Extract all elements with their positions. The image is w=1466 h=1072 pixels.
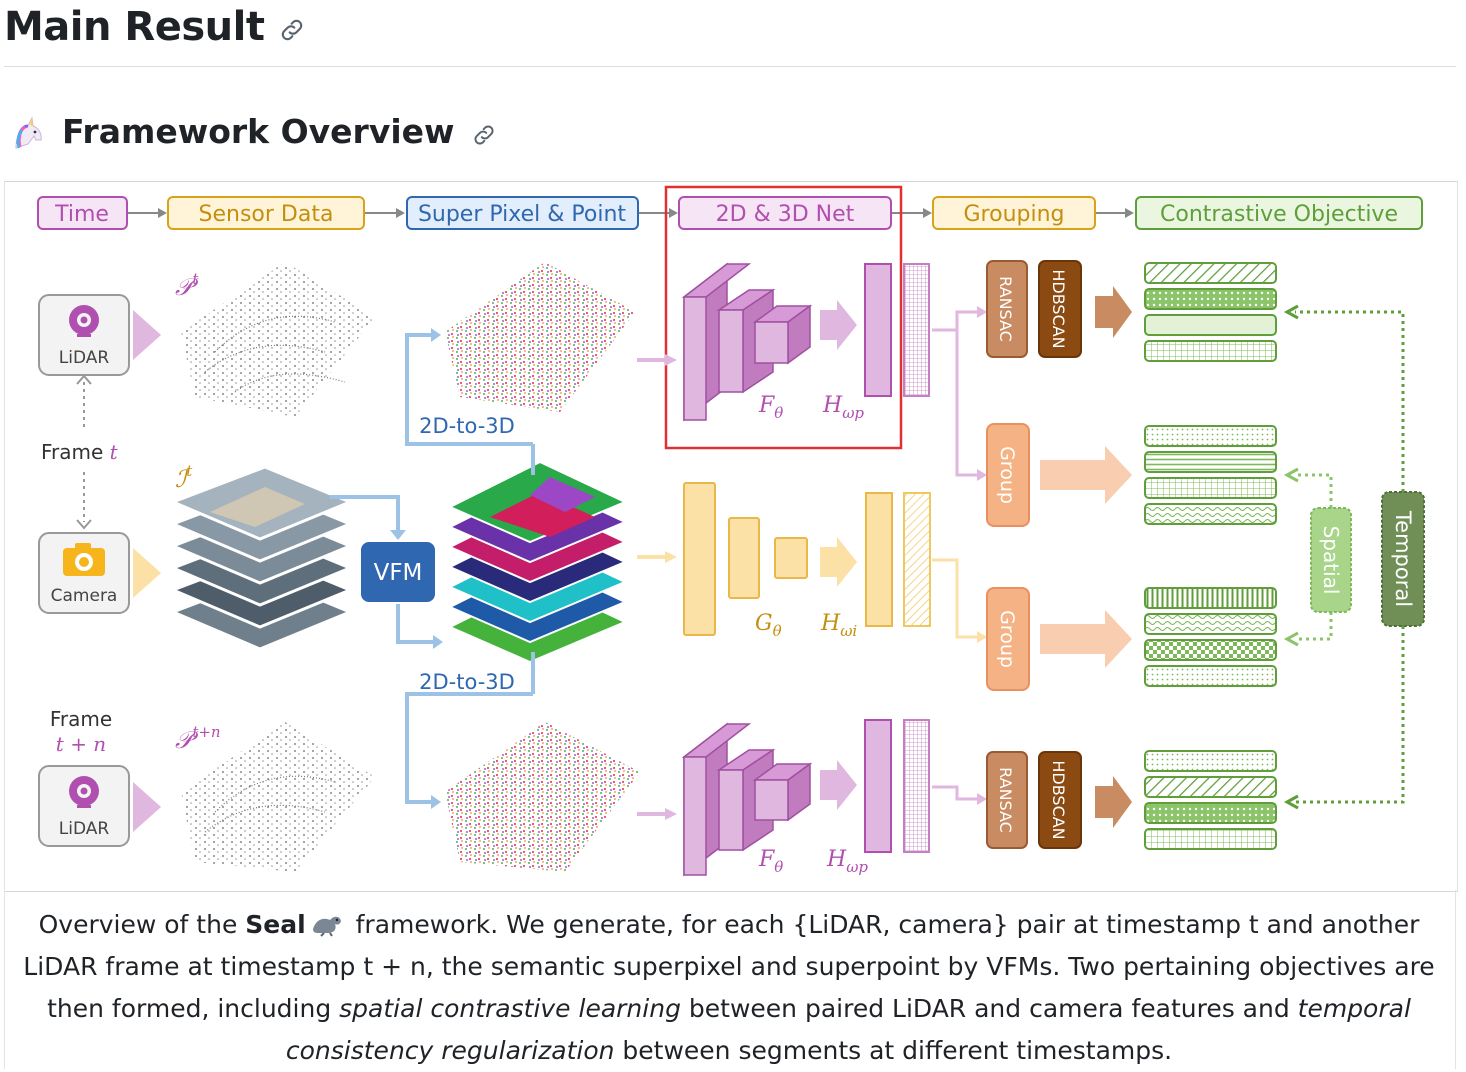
segment-bars-bottom (1144, 750, 1277, 850)
arrow-lidar-bottom (133, 782, 161, 832)
camera-sensor: Camera (38, 532, 130, 614)
anchor-link-icon[interactable] (471, 122, 497, 148)
stage-box-contrastive (1135, 196, 1423, 230)
temporal-label: Temporal (1391, 510, 1415, 607)
proj-bottom-label: 2D-to-3D (419, 670, 515, 694)
2d-network (683, 482, 808, 636)
stage-label-super-pixel: Super Pixel & Point (418, 202, 626, 227)
superpoint-tn (445, 722, 640, 872)
superpoint-t (445, 262, 635, 412)
group-block-upper (986, 423, 1030, 527)
group-label-upper: Group (996, 446, 1018, 504)
figure-caption: Overview of the Seal framework. We gener… (14, 904, 1444, 1072)
lidar-sensor-top: LiDAR (38, 294, 130, 376)
arrow-group-upper (1040, 446, 1132, 504)
math-f-theta-bottom: Fθ (758, 847, 783, 876)
frame-t-label: Frame t (41, 440, 119, 464)
temporal-block (1381, 491, 1425, 627)
point-cloud-tn (181, 722, 375, 872)
head-hwp-top (864, 263, 892, 397)
point-cloud-t (181, 262, 375, 417)
group-block-lower (986, 587, 1030, 691)
caption-text: Overview of the (38, 910, 246, 939)
page-title: Main Result (4, 4, 265, 50)
3d-network-bottom (681, 722, 813, 877)
lidar-label-bottom: LiDAR (59, 819, 110, 839)
lidar-sensor-bottom: LiDAR (38, 765, 130, 847)
arrow-camera (133, 548, 161, 598)
spatial-label: Spatial (1319, 526, 1343, 595)
math-h-wp-bottom: Hωp (826, 847, 868, 876)
math-f-theta-top: Fθ (758, 393, 783, 422)
hdbscan-block-top (1038, 260, 1082, 358)
math-i-t: ℐt (175, 462, 193, 493)
stage-label-sensor-data: Sensor Data (199, 202, 334, 227)
stage-box-net (678, 196, 892, 230)
camera-label: Camera (51, 586, 118, 606)
arrow-lidar-top (133, 310, 161, 360)
feature-top (903, 263, 930, 397)
ransac-label-top: RANSAC (996, 276, 1015, 342)
hdbscan-label-top: HDBSCAN (1049, 269, 1068, 348)
caption-text: between paired LiDAR and camera features… (680, 994, 1298, 1023)
feature-middle (903, 492, 931, 627)
caption-seal-name: Seal (245, 910, 306, 939)
arrow-group-top (1095, 286, 1132, 338)
anchor-link-icon[interactable] (278, 16, 306, 44)
segment-bars-lower-mid (1144, 587, 1277, 687)
ransac-block-bottom (986, 751, 1028, 849)
stage-box-super-pixel (406, 196, 639, 230)
arrow-group-lower (1040, 610, 1132, 668)
superpixel-stack (447, 460, 628, 664)
stage-box-time (37, 196, 128, 230)
spatial-block (1310, 507, 1352, 613)
segment-bars-top (1144, 262, 1277, 362)
ransac-block-top (986, 260, 1028, 358)
caption-text: framework. We generate, for each {LiDAR,… (23, 910, 1435, 1023)
math-h-wi: Hωi (820, 611, 857, 640)
math-h-wp-top: Hωp (822, 393, 864, 422)
framework-overview-heading: Framework Overview (8, 108, 1448, 158)
head-hwp-bottom (864, 719, 892, 853)
proj-top-label: 2D-to-3D (419, 414, 515, 438)
math-p-t: 𝒫t (175, 270, 199, 301)
lidar-label-top: LiDAR (59, 348, 110, 368)
main-result-heading: Main Result (4, 0, 1456, 67)
highlight-box (664, 185, 903, 450)
unicorn-icon (15, 116, 42, 149)
frame-tn-var: t + n (56, 732, 106, 756)
3d-network-top (681, 262, 813, 422)
stage-header: Time Sensor Data Super Pixel & Point 2D … (37, 196, 1423, 230)
caption-italic: temporal consistency regularization (285, 994, 1411, 1065)
segment-bars-upper-mid (1144, 425, 1277, 525)
stage-label-time: Time (54, 202, 109, 227)
frame-tn-label: Frame (50, 707, 112, 731)
stage-box-grouping (932, 196, 1096, 230)
feature-bottom (903, 719, 930, 853)
section-title: Framework Overview (62, 112, 455, 151)
stage-label-grouping: Grouping (964, 202, 1065, 227)
hdbscan-label-bottom: HDBSCAN (1049, 760, 1068, 839)
caption-italic: spatial contrastive learning (339, 994, 681, 1023)
seal-icon (312, 916, 341, 937)
hdbscan-block-bottom (1038, 751, 1082, 849)
math-g-theta: Gθ (755, 611, 782, 640)
image-stack (168, 465, 354, 651)
vfm-block (361, 542, 435, 602)
stage-box-sensor-data (167, 196, 365, 230)
vfm-label: VFM (374, 560, 423, 586)
framework-diagram: Time Sensor Data Super Pixel & Point 2D … (4, 181, 1458, 892)
group-label-lower: Group (996, 610, 1018, 668)
stage-label-net: 2D & 3D Net (716, 202, 855, 227)
math-p-tn: 𝒫t+n (175, 723, 221, 754)
ransac-label-bottom: RANSAC (996, 767, 1015, 833)
arrow-group-bottom (1095, 776, 1132, 828)
head-hwi (865, 492, 893, 627)
stage-label-contrastive: Contrastive Objective (1160, 202, 1398, 227)
caption-text: between segments at different timestamps… (614, 1036, 1173, 1065)
